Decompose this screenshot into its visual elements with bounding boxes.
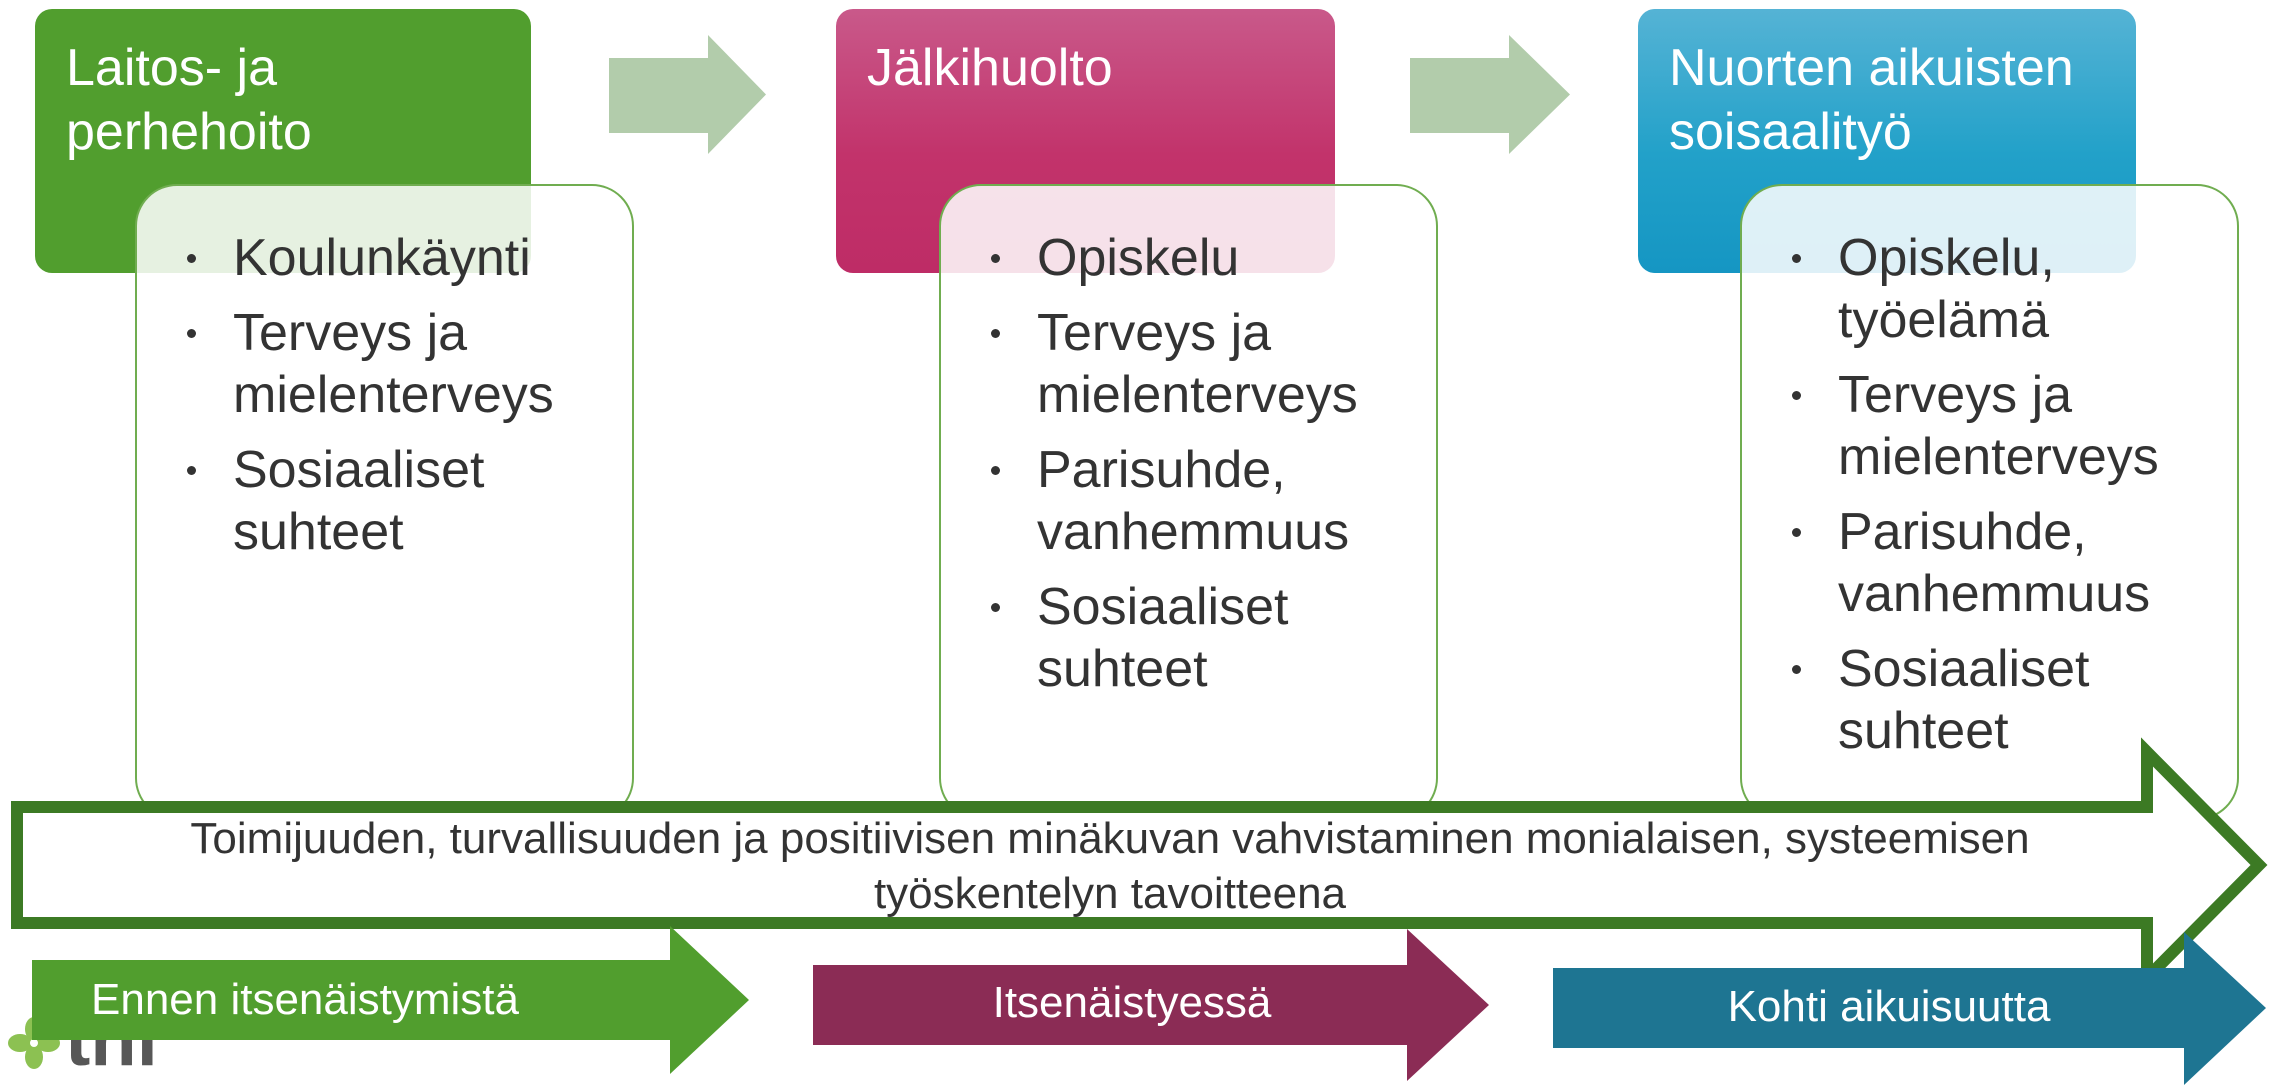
- stage-title: Jälkihuolto: [867, 39, 1113, 97]
- topic-item: Terveys ja mielenterveys: [187, 302, 573, 426]
- stage-topics-card-1: Koulunkäynti Terveys ja mielenterveys So…: [135, 184, 634, 820]
- phase-arrow-1: [32, 926, 749, 1074]
- phase-arrow-3: [1553, 932, 2266, 1085]
- goal-arrow-text: Toimijuuden, turvallisuuden ja positiivi…: [190, 814, 2030, 918]
- goal-arrow: [11, 737, 2268, 993]
- phase-arrow-shape: [813, 929, 1489, 1081]
- connector-arrow-1: [609, 35, 766, 154]
- topic-list: Opiskelu, työelämä Terveys ja mielenterv…: [1792, 227, 2178, 775]
- phase-label-itsenaistyessa: Itsenäistyessä: [992, 978, 1272, 1027]
- stage-topics-card-3: Opiskelu, työelämä Terveys ja mielenterv…: [1740, 184, 2239, 820]
- phase-label-ennen-itsenaistymista: Ennen itsenäistymistä: [91, 975, 519, 1024]
- phase-arrow-shape: [32, 926, 749, 1074]
- phase-arrow-shape: [1553, 932, 2266, 1085]
- topic-item: Koulunkäynti: [187, 227, 573, 289]
- topic-item: Sosiaaliset suhteet: [1792, 638, 2178, 762]
- connector-arrow-2: [1410, 35, 1570, 154]
- topic-item: Terveys ja mielenterveys: [991, 302, 1377, 426]
- goal-arrow-outline: [11, 737, 2268, 993]
- topic-item: Sosiaaliset suhteet: [187, 439, 573, 563]
- topic-list: Koulunkäynti Terveys ja mielenterveys So…: [187, 227, 573, 576]
- topic-item: Terveys ja mielenterveys: [1792, 364, 2178, 488]
- topic-item: Parisuhde, vanhemmuus: [1792, 501, 2178, 625]
- connector-arrow-shape: [609, 35, 766, 154]
- phase-label-kohti-aikuisuutta: Kohti aikuisuutta: [1727, 982, 2051, 1031]
- topic-item: Opiskelu, työelämä: [1792, 227, 2178, 351]
- stage-title: Nuorten aikuisten soisaalityö: [1669, 39, 2074, 161]
- connector-arrow-shape: [1410, 35, 1570, 154]
- topic-item: Opiskelu: [991, 227, 1377, 289]
- stage-topics-card-2: Opiskelu Terveys ja mielenterveys Parisu…: [939, 184, 1438, 820]
- stage-title: Laitos- ja perhehoito: [66, 39, 312, 161]
- topic-item: Parisuhde, vanhemmuus: [991, 439, 1377, 563]
- topic-item: Sosiaaliset suhteet: [991, 576, 1377, 700]
- phase-arrow-2: [813, 929, 1489, 1081]
- topic-list: Opiskelu Terveys ja mielenterveys Parisu…: [991, 227, 1377, 713]
